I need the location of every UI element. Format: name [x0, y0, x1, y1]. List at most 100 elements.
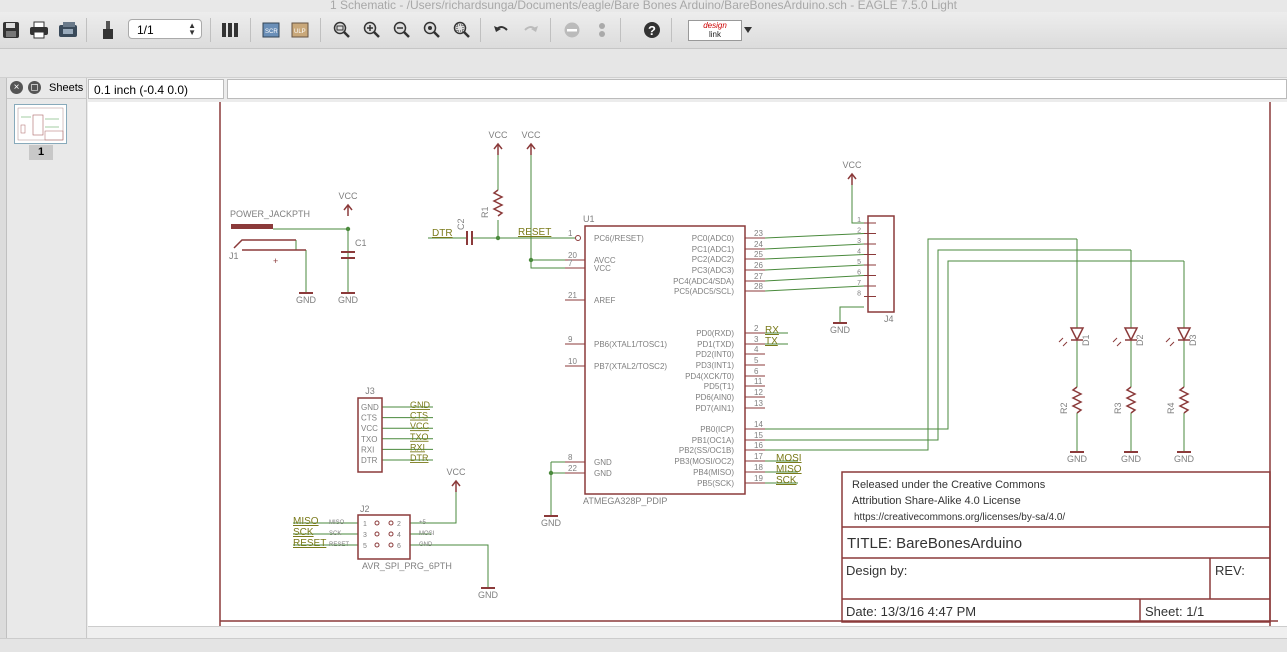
- vcc-arrow-icon: [343, 203, 353, 211]
- redo-icon[interactable]: [520, 19, 542, 41]
- u1-pin-name: AVCC: [594, 256, 616, 265]
- j3-pin-name: DTR: [361, 456, 378, 465]
- u1-pin-name: PC0(ADC0): [692, 234, 735, 243]
- j2-value: AVR_SPI_PRG_6PTH: [362, 561, 452, 571]
- coordinate-bar: 0.1 inch (-0.4 0.0): [88, 79, 1287, 101]
- ulp-icon[interactable]: ULP: [290, 19, 312, 41]
- j2-pin-name: MISO: [329, 520, 345, 526]
- net-wire: [764, 254, 865, 260]
- horizontal-scrollbar[interactable]: [88, 626, 1287, 639]
- detach-icon[interactable]: ◻: [28, 81, 41, 94]
- u1-pin-name: PC6(/RESET): [594, 234, 644, 243]
- r1-label: R1: [480, 206, 490, 218]
- undo-icon[interactable]: [490, 19, 512, 41]
- j3-net-label: TXO: [410, 432, 429, 442]
- vcc-arrow-icon: [451, 479, 461, 487]
- title-text: TITLE: BareBonesArduino: [847, 535, 1022, 552]
- net-wire: [431, 492, 457, 524]
- schematic-drawing[interactable]: POWER_JACKPTHJ1+VCCGNDC1GNDVCCR1VCCDTRC2…: [88, 102, 1287, 626]
- sheet-thumbnail[interactable]: [14, 104, 67, 144]
- status-bar: [0, 638, 1287, 652]
- u1-pin-name: PC5(ADC5/SCL): [674, 287, 734, 296]
- u1-pin-name: PC4(ADC4/SDA): [673, 277, 734, 286]
- script-icon[interactable]: SCR: [261, 19, 283, 41]
- sheet-select[interactable]: 1/1 ▲▼: [128, 19, 202, 39]
- resistor-label: R3: [1113, 402, 1123, 414]
- stop-icon[interactable]: [561, 19, 583, 41]
- gnd-label: GND: [338, 295, 359, 305]
- net-label-sck: SCK: [776, 475, 797, 486]
- zoom-in-icon[interactable]: [361, 19, 383, 41]
- j4-pin-number: 6: [857, 270, 861, 277]
- j3-pin-name: VCC: [361, 424, 378, 433]
- library-icon[interactable]: [220, 19, 242, 41]
- command-toolbar: [0, 78, 7, 651]
- u1-pin-number: 2: [754, 324, 759, 333]
- design-link-line2: link: [708, 30, 721, 39]
- j2-pin-name: RESET: [329, 542, 349, 548]
- j4-pin-number: 4: [857, 249, 861, 256]
- print-icon[interactable]: [28, 19, 50, 41]
- c1-label: C1: [355, 238, 367, 248]
- zoom-select-icon[interactable]: [451, 19, 473, 41]
- u1-pin-name: PD2(INT0): [696, 350, 735, 359]
- net-wire: [839, 306, 864, 323]
- power-jack-ref: J1: [229, 251, 239, 261]
- zoom-fit-icon[interactable]: [331, 19, 353, 41]
- net-wire: [765, 238, 1077, 451]
- sheets-panel-header: × ◻ Sheets: [7, 78, 86, 99]
- go-icon[interactable]: [591, 19, 613, 41]
- net-wire: [764, 264, 865, 271]
- j2-pin-name: MOSI: [419, 531, 435, 537]
- u1-pin-name: PC1(ADC1): [692, 245, 735, 254]
- j2-pin-name: GND: [419, 542, 433, 548]
- j4-pin-number: 2: [857, 228, 861, 235]
- u1-pin-number: 23: [754, 229, 763, 238]
- design-link-line1: design: [703, 21, 727, 30]
- j2-outline: [357, 514, 411, 560]
- command-line-input[interactable]: [227, 79, 1287, 99]
- j4-outline: [867, 215, 895, 313]
- u1-pin-name: PC3(ADC3): [692, 266, 735, 275]
- u1-pin-name: PD0(RXD): [696, 329, 734, 338]
- zoom-out-icon[interactable]: [391, 19, 413, 41]
- j4-pin-number: 8: [857, 291, 861, 298]
- design-link-dropdown-icon[interactable]: [742, 19, 754, 41]
- led-symbol-icon: [1123, 327, 1139, 342]
- net-wire: [764, 285, 865, 292]
- gnd-label: GND: [830, 325, 851, 335]
- junction-dot: [528, 257, 534, 263]
- u1-pin-number: 3: [754, 335, 759, 344]
- main-toolbar: 1/1 ▲▼ SCR ULP ? design: [0, 12, 1287, 49]
- resistor-symbol: [1125, 386, 1137, 414]
- help-icon[interactable]: ?: [641, 19, 663, 41]
- u1-pin-name: VCC: [594, 264, 611, 273]
- resistor-label: R4: [1166, 402, 1176, 414]
- u1-pin-number: 20: [568, 251, 577, 260]
- j2-ref: J2: [360, 504, 370, 514]
- design-link-button[interactable]: design link: [688, 20, 742, 41]
- close-icon[interactable]: ×: [10, 81, 23, 94]
- save-icon[interactable]: [0, 19, 22, 41]
- net-label-tx: TX: [765, 336, 778, 347]
- u1-pin-number: 10: [568, 357, 577, 366]
- sheet-number[interactable]: 1: [29, 145, 53, 160]
- stepper-arrows-icon[interactable]: ▲▼: [188, 21, 196, 37]
- net-wire: [851, 185, 864, 224]
- inverted-pin-marker: [575, 235, 581, 241]
- j3-pin-name: RXI: [361, 445, 374, 454]
- gnd-label: GND: [541, 518, 562, 528]
- license-line3: https://creativecommons.org/licenses/by-…: [854, 512, 1065, 523]
- zoom-redraw-icon[interactable]: [421, 19, 443, 41]
- switch-board-icon[interactable]: [97, 19, 119, 41]
- u1-pin-name: AREF: [594, 296, 615, 305]
- j2-net-label: SCK: [293, 527, 314, 538]
- j3-outline: [357, 397, 383, 473]
- j2-pin-pad: [388, 520, 394, 526]
- u1-pin-name: PD5(T1): [704, 382, 735, 391]
- u1-pin-name: PC2(ADC2): [692, 255, 735, 264]
- net-wire: [530, 155, 565, 269]
- u1-pin-name: PB5(SCK): [697, 479, 734, 488]
- cam-processor-icon[interactable]: [57, 19, 79, 41]
